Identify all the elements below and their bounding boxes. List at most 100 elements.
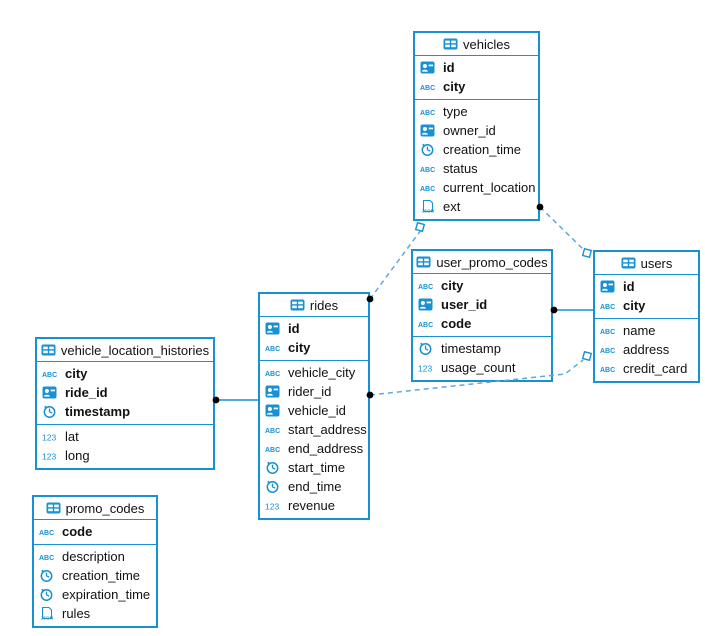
abc-icon: ABC <box>418 318 436 330</box>
table-title: vehicle_location_histories <box>60 342 210 358</box>
field-row-start_time[interactable]: start_time <box>260 458 368 477</box>
field-row-user_id[interactable]: user_id <box>413 295 551 314</box>
abc-icon: ABC <box>39 526 57 538</box>
field-row-timestamp[interactable]: timestamp <box>413 339 551 358</box>
json-icon: JSON <box>39 606 57 621</box>
field-row-id[interactable]: id <box>415 58 538 77</box>
json-icon: JSON <box>420 199 438 214</box>
field-label: owner_id <box>443 123 496 138</box>
table-title: vehicles <box>463 36 510 52</box>
field-row-timestamp[interactable]: timestamp <box>37 402 213 421</box>
field-row-expiration_time[interactable]: expiration_time <box>34 585 156 604</box>
table-header-vehicle_location_histories[interactable]: vehicle_location_histories <box>37 339 213 362</box>
abc-icon: ABC <box>600 300 618 312</box>
field-label: code <box>62 524 93 539</box>
relationship-line[interactable] <box>539 206 585 251</box>
field-row-id[interactable]: id <box>595 277 698 296</box>
field-row-id[interactable]: id <box>260 319 368 338</box>
person-icon <box>600 280 618 293</box>
field-label: rider_id <box>288 384 332 399</box>
field-row-vehicle_id[interactable]: vehicle_id <box>260 401 368 420</box>
field-label: city <box>65 366 88 381</box>
relationship-vehicle_location_histories-rides[interactable] <box>212 396 258 404</box>
table-icon <box>416 256 431 268</box>
abc-icon: ABC <box>265 424 283 436</box>
field-label: city <box>441 278 464 293</box>
field-row-owner_id[interactable]: owner_id <box>415 121 538 140</box>
abc-icon: ABC <box>420 106 438 118</box>
field-label: city <box>443 79 466 94</box>
relationship-user_promo_codes-users[interactable] <box>550 306 593 314</box>
person-icon <box>420 61 438 74</box>
abc-icon: ABC <box>39 551 57 563</box>
field-row-code[interactable]: ABC code <box>34 522 156 541</box>
person-icon <box>265 385 283 398</box>
svg-text:JSON: JSON <box>422 209 435 214</box>
field-label: type <box>443 104 468 119</box>
field-row-rider_id[interactable]: rider_id <box>260 382 368 401</box>
svg-text:123: 123 <box>42 432 56 442</box>
field-label: timestamp <box>65 404 131 419</box>
abc-icon: ABC <box>420 81 438 93</box>
table-icon <box>46 502 61 514</box>
field-label: credit_card <box>623 361 688 376</box>
field-label: code <box>441 316 472 331</box>
field-row-end_time[interactable]: end_time <box>260 477 368 496</box>
field-label: long <box>65 448 90 463</box>
field-label: start_address <box>288 422 367 437</box>
field-label: city <box>623 298 646 313</box>
field-row-city[interactable]: ABC city <box>595 296 698 315</box>
svg-text:JSON: JSON <box>41 616 54 621</box>
table-header-users[interactable]: users <box>595 252 698 275</box>
field-label: creation_time <box>443 142 522 157</box>
field-row-start_address[interactable]: ABC start_address <box>260 420 368 439</box>
field-row-creation_time[interactable]: creation_time <box>34 566 156 585</box>
field-row-city[interactable]: ABC city <box>415 77 538 96</box>
abc-icon: ABC <box>600 325 618 337</box>
clock-icon <box>265 460 283 475</box>
field-label: timestamp <box>441 341 501 356</box>
svg-text:ABC: ABC <box>39 555 54 562</box>
clock-icon <box>265 479 283 494</box>
field-row-ride_id[interactable]: ride_id <box>37 383 213 402</box>
table-header-promo_codes[interactable]: promo_codes <box>34 497 156 520</box>
table-header-rides[interactable]: rides <box>260 294 368 317</box>
person-icon <box>265 404 283 417</box>
field-row-creation_time[interactable]: creation_time <box>415 140 538 159</box>
field-row-code[interactable]: ABC code <box>413 314 551 333</box>
table-header-user_promo_codes[interactable]: user_promo_codes <box>413 251 551 274</box>
person-icon <box>418 298 436 311</box>
table-icon <box>290 299 305 311</box>
table-header-vehicles[interactable]: vehicles <box>415 33 538 56</box>
field-row-type[interactable]: ABC type <box>415 102 538 121</box>
table-title: promo_codes <box>65 500 145 516</box>
